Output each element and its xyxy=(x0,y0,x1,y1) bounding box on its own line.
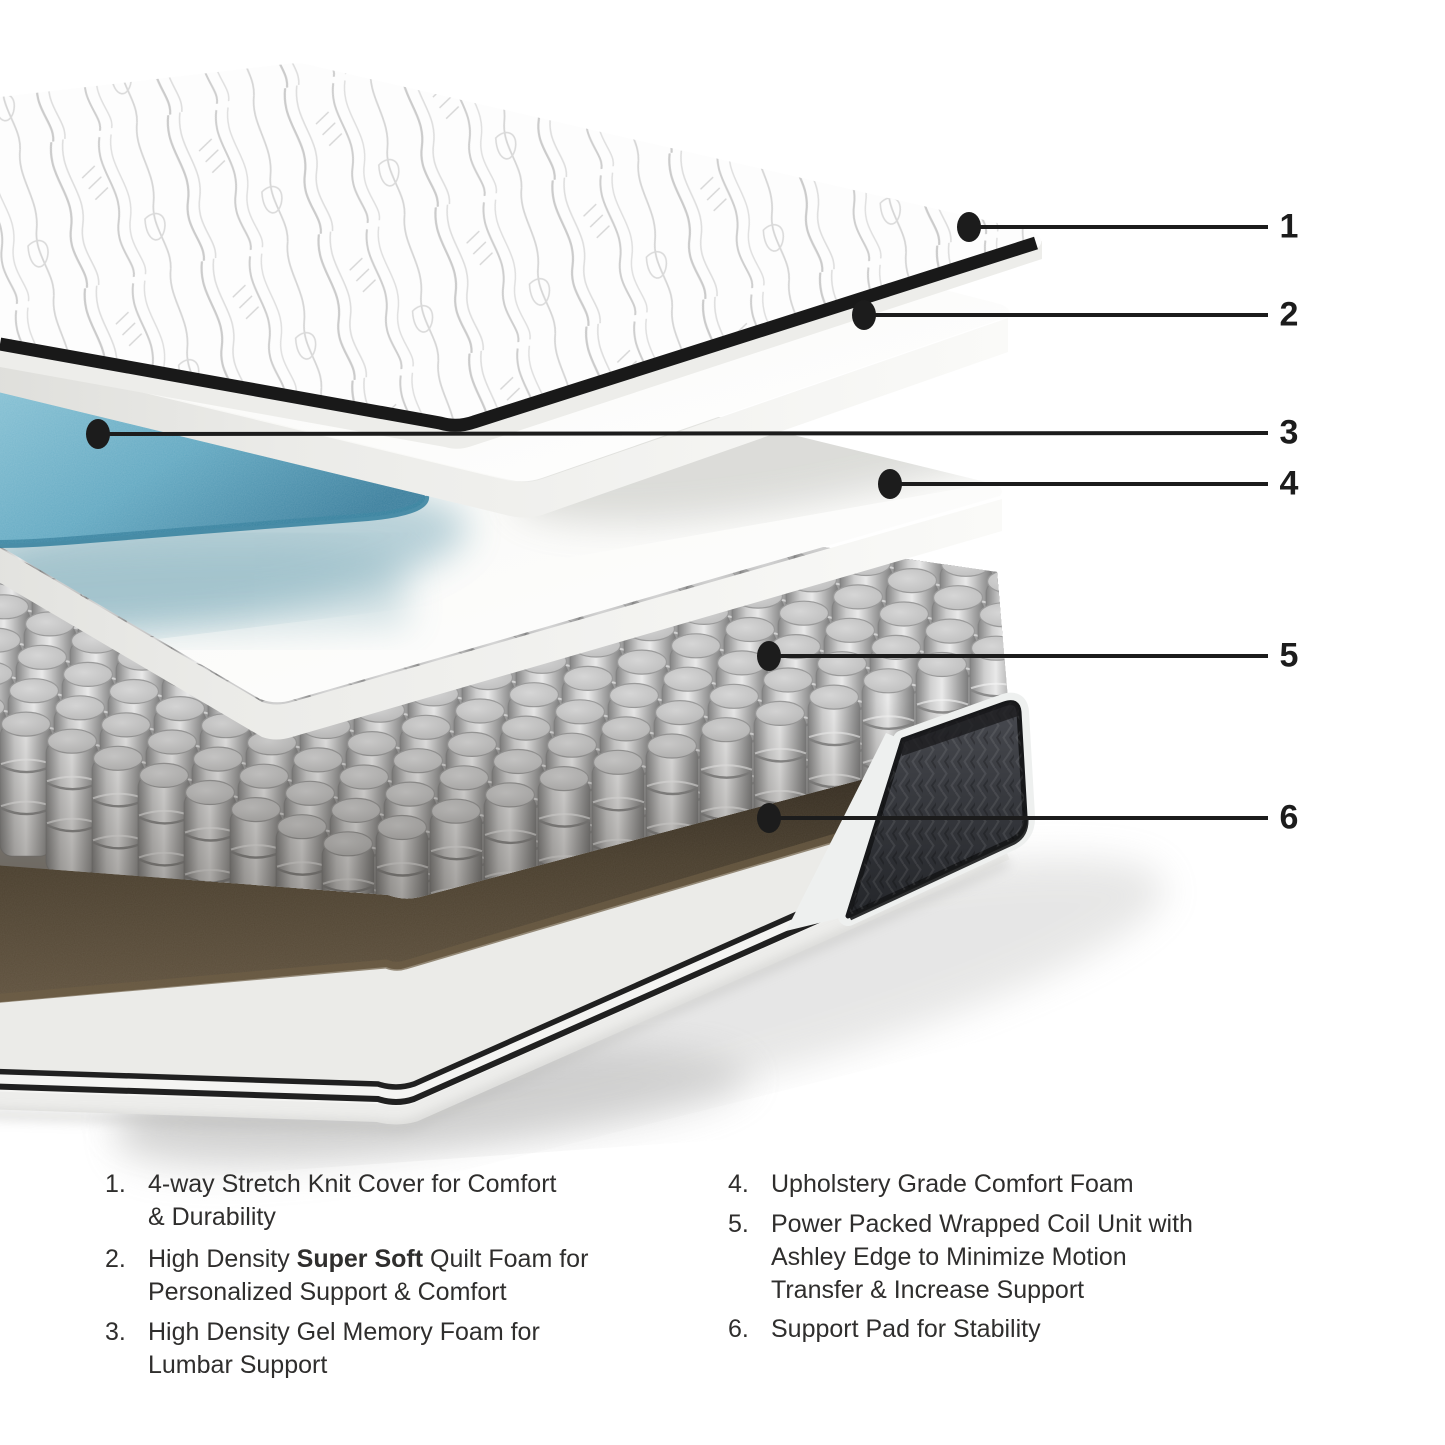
legend-item-6: 6. Support Pad for Stability xyxy=(728,1313,1308,1346)
callout-dot-4 xyxy=(878,469,902,499)
callout-number-3: 3 xyxy=(1279,413,1299,452)
callout-number-4: 4 xyxy=(1279,464,1299,503)
callout-dot-1 xyxy=(957,212,981,242)
callout-dots xyxy=(86,212,981,833)
legend-item-number: 4. xyxy=(728,1170,749,1198)
callout-dot-3 xyxy=(86,419,110,449)
legend-item-number: 6. xyxy=(728,1315,749,1343)
callout-number-6: 6 xyxy=(1279,798,1299,837)
callout-lines xyxy=(97,225,1269,820)
callout-dot-2 xyxy=(852,300,876,330)
legend-item-2: 2. High Density Super Soft Quilt Foam fo… xyxy=(105,1243,685,1309)
callout-number-1: 1 xyxy=(1279,207,1299,246)
callout-number-5: 5 xyxy=(1279,636,1299,675)
callout-number-2: 2 xyxy=(1279,295,1299,334)
quilt-cover xyxy=(0,63,1042,449)
legend-item-1: 1. 4-way Stretch Knit Cover for Comfort … xyxy=(105,1168,685,1234)
legend-item-3: 3. High Density Gel Memory Foam for Lumb… xyxy=(105,1316,685,1382)
callout-dot-5 xyxy=(757,641,781,671)
legend-item-number: 1. xyxy=(105,1170,126,1198)
legend-item-number: 5. xyxy=(728,1210,749,1238)
legend-item-number: 3. xyxy=(105,1318,126,1346)
callout-line-3 xyxy=(97,431,1269,436)
legend-item-4: 4. Upholstery Grade Comfort Foam xyxy=(728,1168,1308,1201)
callout-dot-6 xyxy=(757,803,781,833)
legend-item-number: 2. xyxy=(105,1245,126,1273)
legend-item-5: 5. Power Packed Wrapped Coil Unit with A… xyxy=(728,1208,1308,1307)
